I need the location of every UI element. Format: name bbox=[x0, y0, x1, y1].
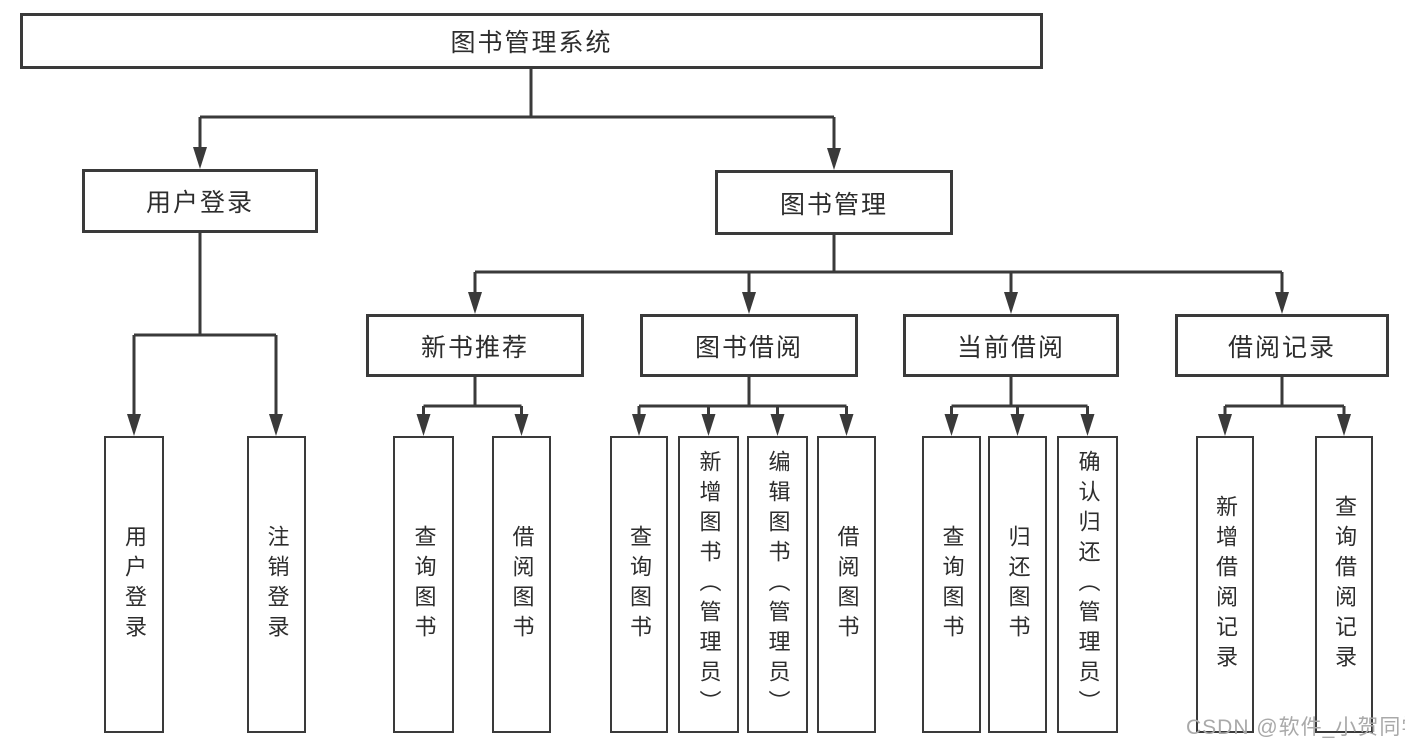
node-borrowing-records: 借阅记录 bbox=[1175, 314, 1389, 377]
csdn-watermark: CSDN @软件_小贺同学 bbox=[1186, 716, 1405, 739]
node-new-book-recommendation: 新书推荐 bbox=[366, 314, 584, 377]
node-current-borrowing: 当前借阅 bbox=[903, 314, 1119, 377]
leaf-user-login: 用户登录 bbox=[104, 436, 164, 733]
leaf-borrow-books-recommendation: 借阅图书 bbox=[492, 436, 551, 733]
leaf-query-books-current: 查询图书 bbox=[922, 436, 981, 733]
leaf-query-books-recommendation: 查询图书 bbox=[393, 436, 454, 733]
node-book-management: 图书管理 bbox=[715, 170, 953, 235]
leaf-add-borrowing-record: 新增借阅记录 bbox=[1196, 436, 1254, 733]
leaf-query-borrowing-record: 查询借阅记录 bbox=[1315, 436, 1373, 733]
leaf-return-books: 归还图书 bbox=[988, 436, 1047, 733]
leaf-confirm-return-admin: 确认归还（管理员） bbox=[1057, 436, 1118, 733]
node-root: 图书管理系统 bbox=[20, 13, 1043, 69]
node-user-login: 用户登录 bbox=[82, 169, 318, 233]
node-book-borrowing: 图书借阅 bbox=[640, 314, 858, 377]
leaf-query-books-borrowing: 查询图书 bbox=[610, 436, 668, 733]
leaf-add-books-admin: 新增图书（管理员） bbox=[678, 436, 739, 733]
leaf-logout: 注销登录 bbox=[247, 436, 306, 733]
leaf-edit-books-admin: 编辑图书（管理员） bbox=[747, 436, 808, 733]
leaf-borrow-books-borrowing: 借阅图书 bbox=[817, 436, 876, 733]
